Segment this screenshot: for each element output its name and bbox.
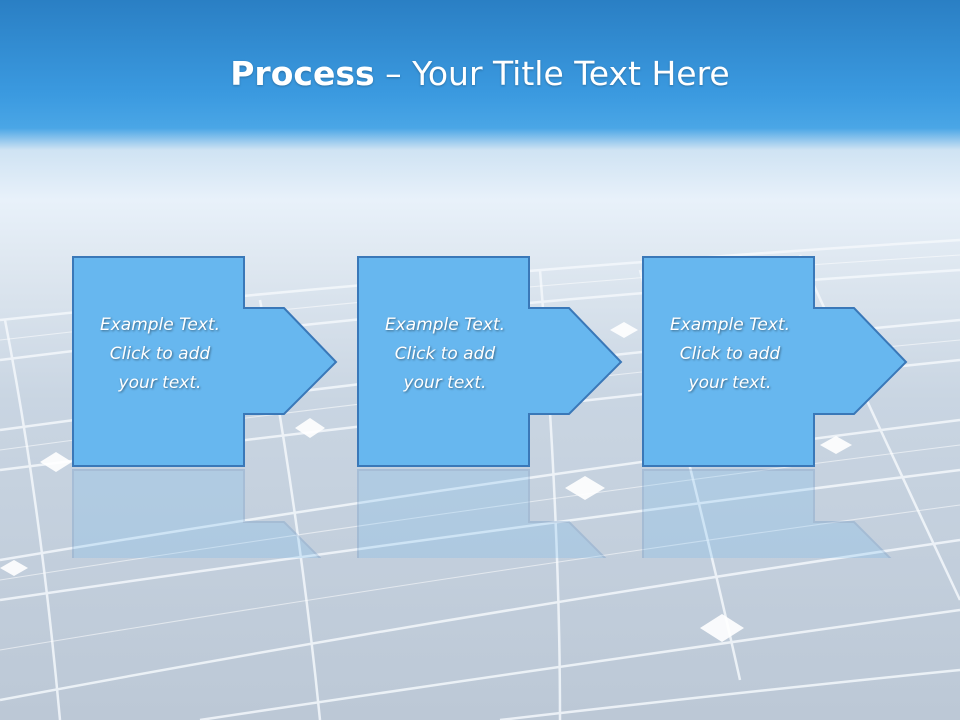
- title-rest: – Your Title Text Here: [374, 54, 730, 93]
- process-step-2[interactable]: Example Text. Click to add your text.: [357, 256, 627, 558]
- arrow-box-reflection: [72, 468, 342, 558]
- step-text-line: your text.: [118, 373, 202, 393]
- arrow-box-shape: [357, 256, 623, 467]
- step-text-line: Click to add: [109, 344, 211, 364]
- process-step-3[interactable]: Example Text. Click to add your text.: [642, 256, 912, 558]
- step-text-line: Click to add: [394, 344, 496, 364]
- step-text-line: Example Text.: [99, 315, 221, 335]
- page-title: Process – Your Title Text Here: [0, 52, 960, 96]
- step-text-line: Example Text.: [669, 315, 791, 335]
- step-text[interactable]: Example Text. Click to add your text.: [80, 311, 240, 398]
- arrow-box-reflection: [642, 468, 912, 558]
- step-text-line: Click to add: [679, 344, 781, 364]
- step-text-line: your text.: [688, 373, 772, 393]
- step-text[interactable]: Example Text. Click to add your text.: [365, 311, 525, 398]
- arrow-box-shape: [72, 256, 338, 467]
- title-bold: Process: [230, 54, 375, 93]
- arrow-box-shape: [642, 256, 908, 467]
- arrow-box-reflection: [357, 468, 627, 558]
- step-text-line: Example Text.: [384, 315, 506, 335]
- step-text-line: your text.: [403, 373, 487, 393]
- process-step-1[interactable]: Example Text. Click to add your text.: [72, 256, 342, 558]
- step-text[interactable]: Example Text. Click to add your text.: [650, 311, 810, 398]
